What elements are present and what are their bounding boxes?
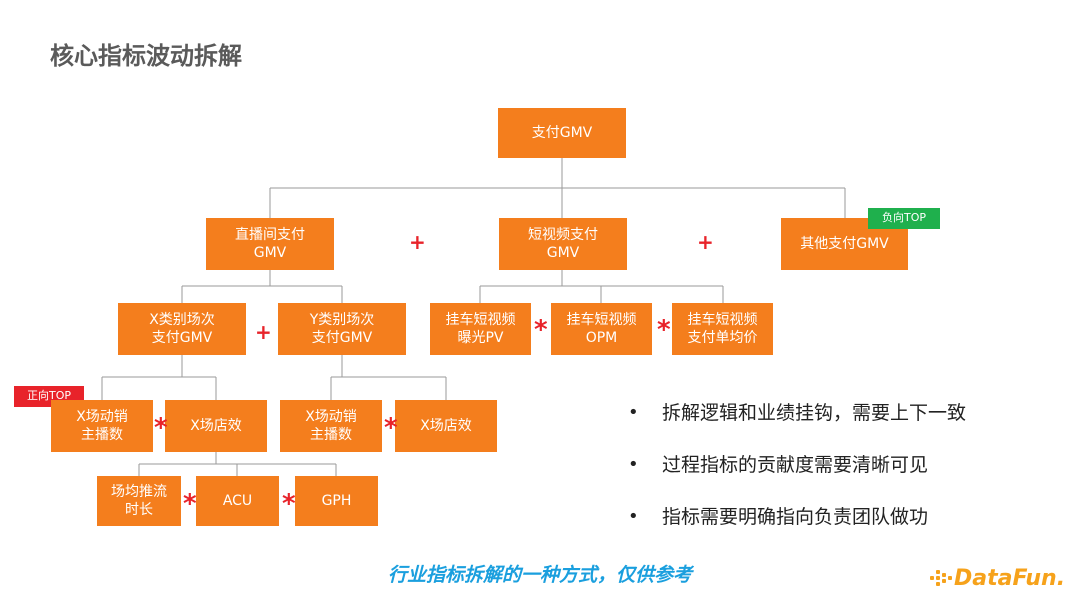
footnote: 行业指标拆解的一种方式，仅供参考 — [387, 564, 692, 586]
node-payment-gmv: 支付GMV — [498, 108, 626, 158]
list-item: •指标需要明确指向负责团队做功 — [628, 502, 966, 554]
list-item: •过程指标的贡献度需要清晰可见 — [628, 450, 966, 502]
times-operator: * — [154, 413, 168, 443]
node-x-store-efficiency: X场店效 — [165, 400, 267, 452]
times-operator: * — [183, 489, 197, 519]
plus-operator: + — [409, 230, 426, 254]
list-item: •拆解逻辑和业绩挂钩，需要上下一致 — [628, 398, 966, 450]
node-x-store-efficiency-2: X场店效 — [395, 400, 497, 452]
node-avg-stream-duration: 场均推流时长 — [97, 476, 181, 526]
datafun-logo: DataFun. — [930, 563, 1065, 593]
node-y-category-gmv: Y类别场次支付GMV — [278, 303, 406, 355]
key-points-list: •拆解逻辑和业绩挂钩，需要上下一致 •过程指标的贡献度需要清晰可见 •指标需要明… — [628, 398, 966, 554]
plus-operator: + — [255, 320, 272, 344]
node-hang-video-price: 挂车短视频支付单均价 — [672, 303, 773, 355]
times-operator: * — [282, 489, 296, 519]
page-title: 核心指标波动拆解 — [50, 42, 242, 70]
logo-mark-icon — [930, 567, 952, 589]
negative-top-tag: 负向TOP — [868, 208, 940, 229]
plus-operator: + — [697, 230, 714, 254]
times-operator: * — [534, 315, 548, 345]
node-acu: ACU — [196, 476, 279, 526]
node-x-active-anchors: X场动销主播数 — [51, 400, 153, 452]
bullet-icon: • — [628, 506, 639, 527]
node-x-category-gmv: X类别场次支付GMV — [118, 303, 246, 355]
bullet-icon: • — [628, 454, 639, 475]
node-hang-video-pv: 挂车短视频曝光PV — [430, 303, 531, 355]
node-x-active-anchors-2: X场动销主播数 — [280, 400, 382, 452]
times-operator: * — [384, 413, 398, 443]
node-gph: GPH — [295, 476, 378, 526]
times-operator: * — [657, 315, 671, 345]
logo-text: DataFun. — [954, 565, 1066, 591]
bullet-icon: • — [628, 402, 639, 423]
